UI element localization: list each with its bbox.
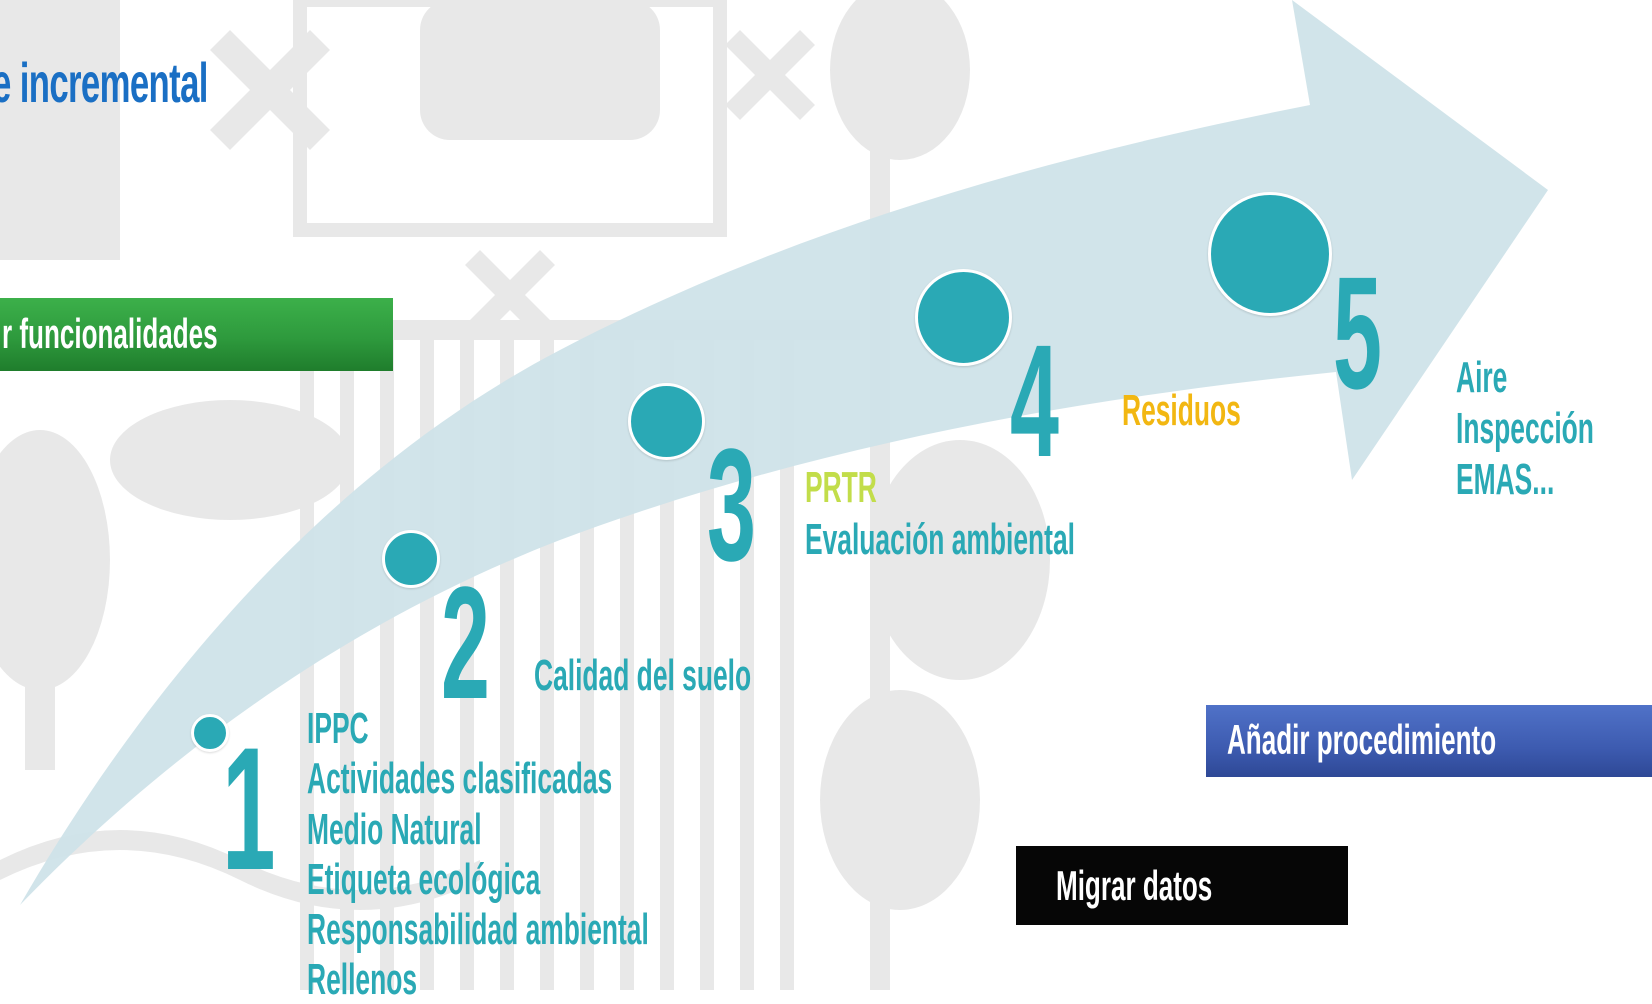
step-1-item: Medio Natural xyxy=(307,805,482,854)
milestone-dot-2 xyxy=(382,530,440,588)
step-number-2: 2 xyxy=(441,553,490,732)
step-number-5: 5 xyxy=(1333,243,1382,422)
step-1-item: Etiqueta ecológica xyxy=(307,855,541,904)
functionalities-button-label: r funcionalidades xyxy=(2,309,218,357)
add-procedure-button[interactable]: Añadir procedimiento xyxy=(1206,705,1652,777)
migrate-data-button[interactable]: Migrar datos xyxy=(1016,846,1348,925)
step-5-item: EMAS... xyxy=(1456,455,1555,504)
add-procedure-button-label: Añadir procedimiento xyxy=(1227,716,1497,764)
step-2-item: Calidad del suelo xyxy=(534,651,752,700)
arrow-shape xyxy=(20,0,1548,905)
step-3-item: Evaluación ambiental xyxy=(805,515,1075,564)
functionalities-button[interactable]: r funcionalidades xyxy=(0,298,393,371)
migrate-data-button-label: Migrar datos xyxy=(1056,861,1213,909)
milestone-dot-5 xyxy=(1208,192,1332,316)
step-number-3: 3 xyxy=(707,415,756,594)
milestone-dot-4 xyxy=(915,269,1012,366)
step-4-item-residuos: Residuos xyxy=(1122,386,1241,435)
step-3-item-prtr: PRTR xyxy=(805,463,877,512)
step-1-item: IPPC xyxy=(307,704,369,753)
step-5-item: Inspección xyxy=(1456,404,1594,453)
step-number-4: 4 xyxy=(1010,311,1059,490)
milestone-dot-3 xyxy=(628,383,705,460)
milestone-dot-1 xyxy=(191,714,229,752)
page-title: e incremental xyxy=(0,51,208,114)
step-5-item: Aire xyxy=(1456,353,1508,402)
step-number-1: 1 xyxy=(222,712,276,907)
step-1-item: Actividades clasificadas xyxy=(307,754,613,803)
step-1-item: Rellenos xyxy=(307,955,418,1004)
step-1-item: Responsabilidad ambiental xyxy=(307,905,649,954)
